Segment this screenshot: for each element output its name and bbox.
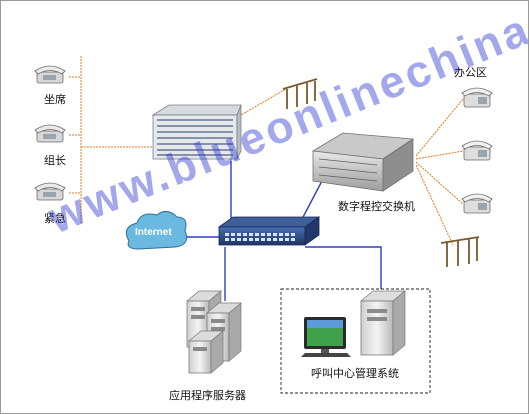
monitor-icon [301,317,351,357]
internet-label: Internet [135,227,172,238]
call-center-switch-rack [151,104,242,160]
telephone-pole-icon [282,78,318,109]
phone-icon [461,140,493,161]
emergency-label: 紧急 [44,212,66,225]
team-leader-label: 组长 [44,154,66,167]
telephone-pole-icon [440,236,480,267]
office-area-label: 办公区 [454,66,487,79]
server-icon [360,290,406,356]
call-center-system-box [280,288,431,394]
phone-icon [34,124,66,143]
digital-pbx-icon [311,132,415,192]
network-switch-icon [217,216,321,246]
phone-icon [34,65,66,84]
call-center-system-label: 呼叫中心管理系统 [311,367,399,380]
office-phone-lines [415,98,464,246]
phone-icon [34,182,66,201]
phone-icon [461,87,493,108]
server-icon [188,330,224,374]
internet-cloud-icon [125,211,188,250]
app-server-label: 应用程序服务器 [169,389,246,402]
seat-bus-lines [69,56,287,223]
seat-label: 坐席 [44,93,66,106]
phone-icon [461,193,493,214]
digital-pbx-label: 数字程控交换机 [338,200,415,213]
lan-links [183,161,382,301]
